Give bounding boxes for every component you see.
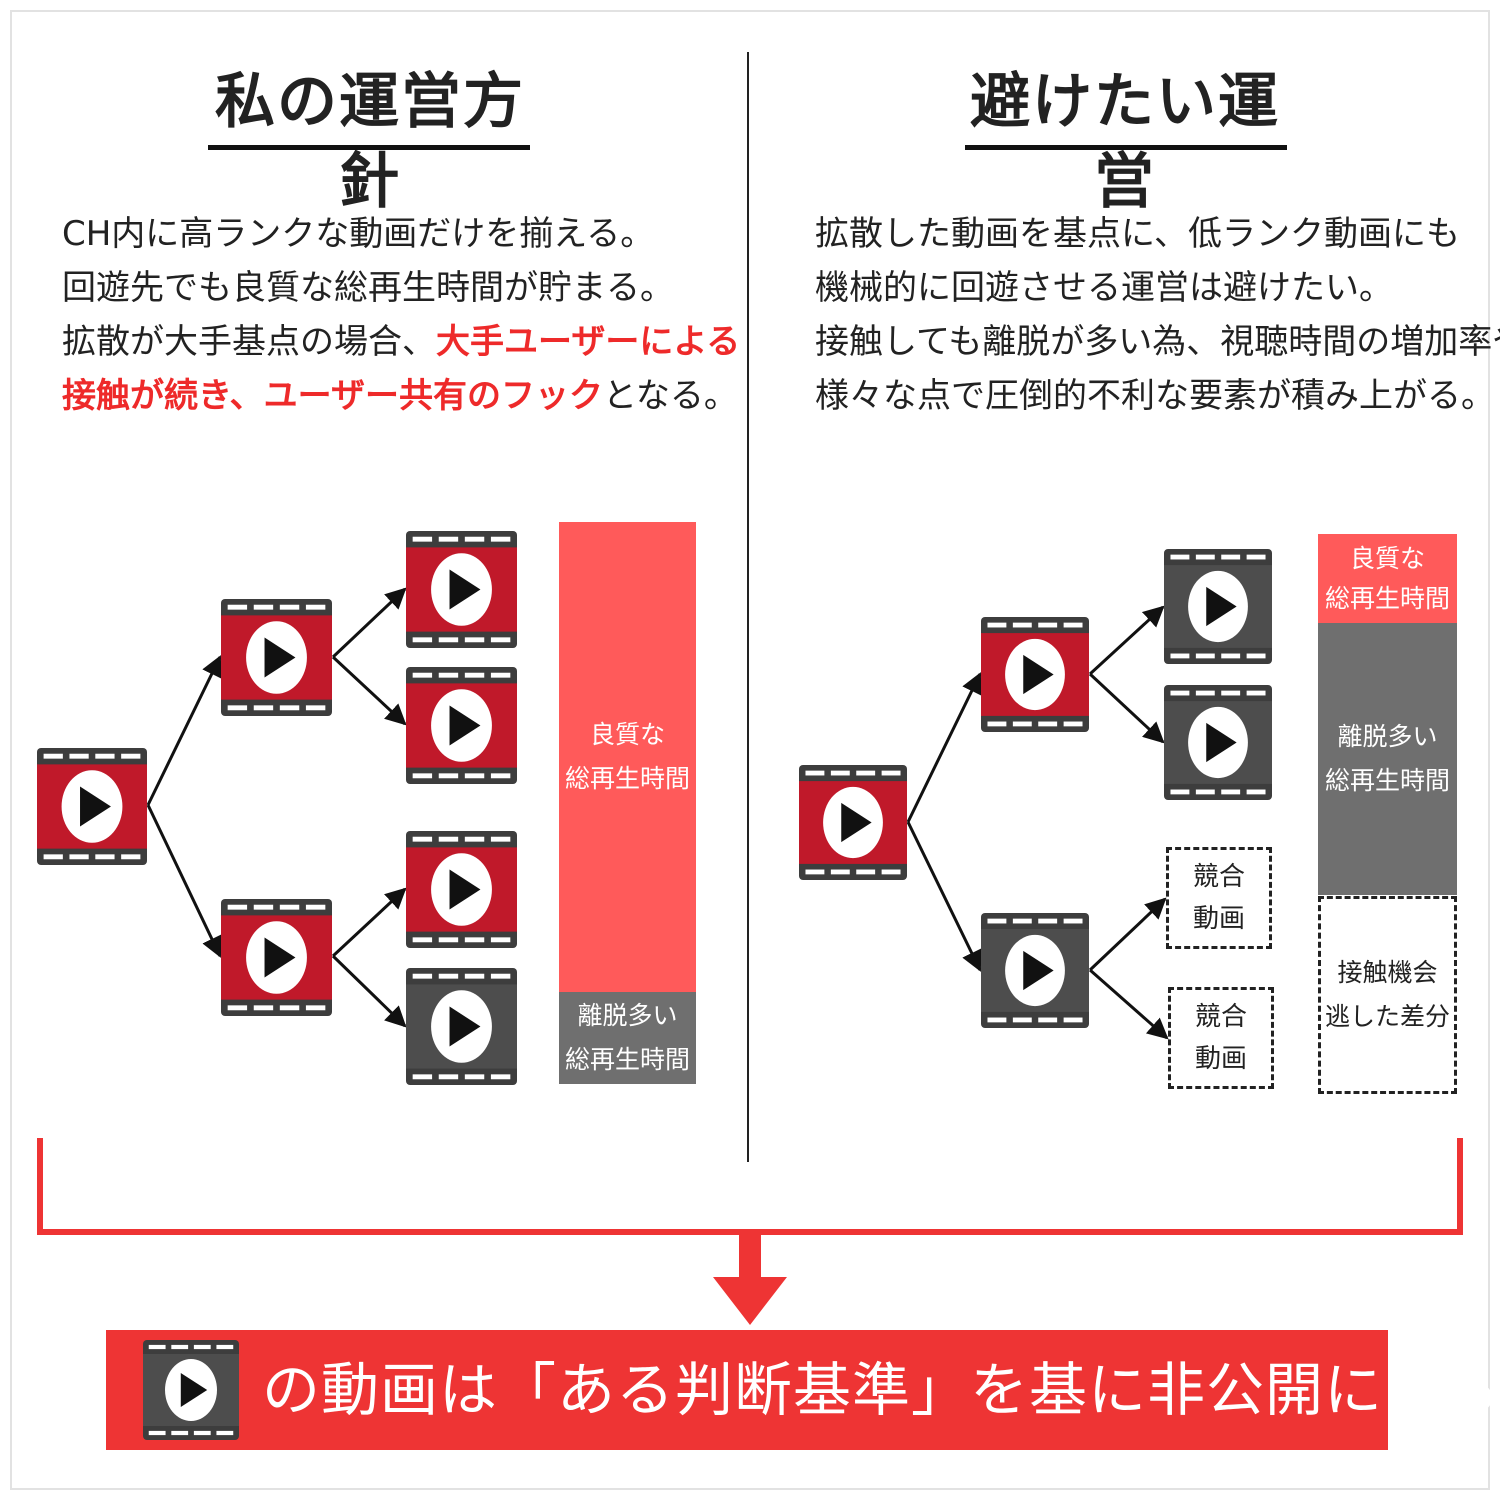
competitor-label: 動画 — [1192, 904, 1245, 934]
bar-label: 総再生時間 — [564, 1045, 690, 1074]
competitor-label: 動画 — [1194, 1044, 1247, 1074]
play-film-icon — [406, 531, 517, 648]
arrow-icon — [1089, 968, 1169, 1040]
play-film-icon — [221, 899, 332, 1016]
description-line: 機械的に回遊させる運営は避けたい。 — [815, 261, 1500, 315]
right-bar-good-watch-time: 良質な 総再生時間 — [1318, 534, 1457, 623]
arrow-icon — [331, 587, 407, 659]
body-text: 回遊先でも良質な総再生時間が貯まる。 — [62, 268, 674, 308]
right-heading-underline — [965, 145, 1287, 150]
description-line: 様々な点で圧倒的不利な要素が積み上がる。 — [815, 369, 1500, 423]
arrow-icon — [1088, 672, 1165, 744]
bar-label: 良質な — [1349, 543, 1425, 573]
description-line: 接触が続き、ユーザー共有のフックとなる。 — [62, 369, 740, 423]
play-film-icon — [406, 667, 517, 784]
body-text: 機械的に回遊させる運営は避けたい。 — [815, 268, 1393, 308]
down-arrow-shaft — [739, 1232, 761, 1278]
play-film-icon — [1164, 549, 1272, 664]
right-description: 拡散した動画を基点に、低ランク動画にも機械的に回遊させる運営は避けたい。接触して… — [815, 207, 1500, 423]
conclusion-text: の動画は「ある判断基準」を基に非公開にする — [262, 1356, 1500, 1424]
body-text: となる。 — [602, 376, 738, 416]
bar-label: 接触機会 — [1337, 958, 1438, 987]
bar-label: 良質な — [589, 720, 665, 749]
play-film-icon — [981, 913, 1089, 1028]
page-frame — [10, 10, 1490, 1490]
arrow-icon — [146, 804, 222, 958]
play-film-icon — [799, 765, 907, 880]
play-film-icon — [981, 617, 1089, 732]
bar-label: 逃した差分 — [1324, 1002, 1450, 1031]
conclusion-banner — [106, 1330, 1388, 1450]
arrow-icon — [146, 655, 222, 806]
bar-label: 総再生時間 — [1324, 583, 1450, 613]
body-text: 拡散した動画を基点に、低ランク動画にも — [815, 214, 1460, 254]
play-film-icon — [37, 748, 147, 865]
arrow-icon — [331, 655, 407, 726]
description-line: 接触しても離脱が多い為、視聴時間の増加率や — [815, 315, 1500, 369]
body-text: CH内に高ランクな動画だけを揃える。 — [62, 214, 655, 254]
play-film-icon — [143, 1340, 239, 1440]
description-line: 回遊先でも良質な総再生時間が貯まる。 — [62, 261, 740, 315]
left-bar-good-watch-time: 良質な 総再生時間 — [559, 522, 696, 992]
right-heading: 避けたい運営 — [970, 67, 1280, 217]
bar-label: 総再生時間 — [1324, 766, 1450, 795]
competitor-label: 競合 — [1194, 1002, 1247, 1032]
left-heading: 私の運営方針 — [215, 67, 525, 217]
left-description: CH内に高ランクな動画だけを揃える。回遊先でも良質な総再生時間が貯まる。拡散が大… — [62, 207, 740, 423]
competitor-video-box: 競合 動画 — [1166, 847, 1272, 949]
arrow-icon — [1088, 897, 1167, 972]
play-film-icon — [221, 599, 332, 716]
arrow-icon — [331, 887, 407, 958]
competitor-video-box: 競合 動画 — [1168, 987, 1274, 1089]
description-line: 拡散した動画を基点に、低ランク動画にも — [815, 207, 1500, 261]
arrow-icon — [906, 821, 982, 972]
arrow-icon — [331, 954, 407, 1028]
play-film-icon — [1164, 685, 1272, 800]
bar-label: 総再生時間 — [564, 764, 690, 793]
left-bar-dropoff-watch-time: 離脱多い 総再生時間 — [559, 992, 696, 1084]
bracket-line — [37, 1138, 1463, 1235]
body-text: 接触しても離脱が多い為、視聴時間の増加率や — [815, 322, 1500, 362]
right-bar-missed-opportunity: 接触機会 逃した差分 — [1318, 896, 1457, 1094]
body-text: 拡散が大手基点の場合、 — [62, 322, 436, 362]
highlight-text: 大手ユーザーによる — [436, 322, 741, 362]
bar-label: 離脱多い — [1337, 722, 1438, 751]
down-arrow-head — [713, 1277, 787, 1325]
description-line: 拡散が大手基点の場合、大手ユーザーによる — [62, 315, 740, 369]
play-film-icon — [406, 968, 517, 1085]
description-line: CH内に高ランクな動画だけを揃える。 — [62, 207, 740, 261]
competitor-label: 競合 — [1192, 862, 1245, 892]
arrow-icon — [1088, 605, 1165, 676]
bar-label: 離脱多い — [577, 1001, 678, 1030]
section-divider — [747, 52, 749, 1162]
right-bar-dropoff-watch-time: 離脱多い 総再生時間 — [1318, 623, 1457, 895]
arrow-icon — [906, 672, 982, 823]
highlight-text: 接触が続き、ユーザー共有のフック — [62, 376, 603, 416]
left-heading-underline — [208, 145, 530, 150]
body-text: 様々な点で圧倒的不利な要素が積み上がる。 — [815, 376, 1495, 416]
play-film-icon — [406, 831, 517, 948]
